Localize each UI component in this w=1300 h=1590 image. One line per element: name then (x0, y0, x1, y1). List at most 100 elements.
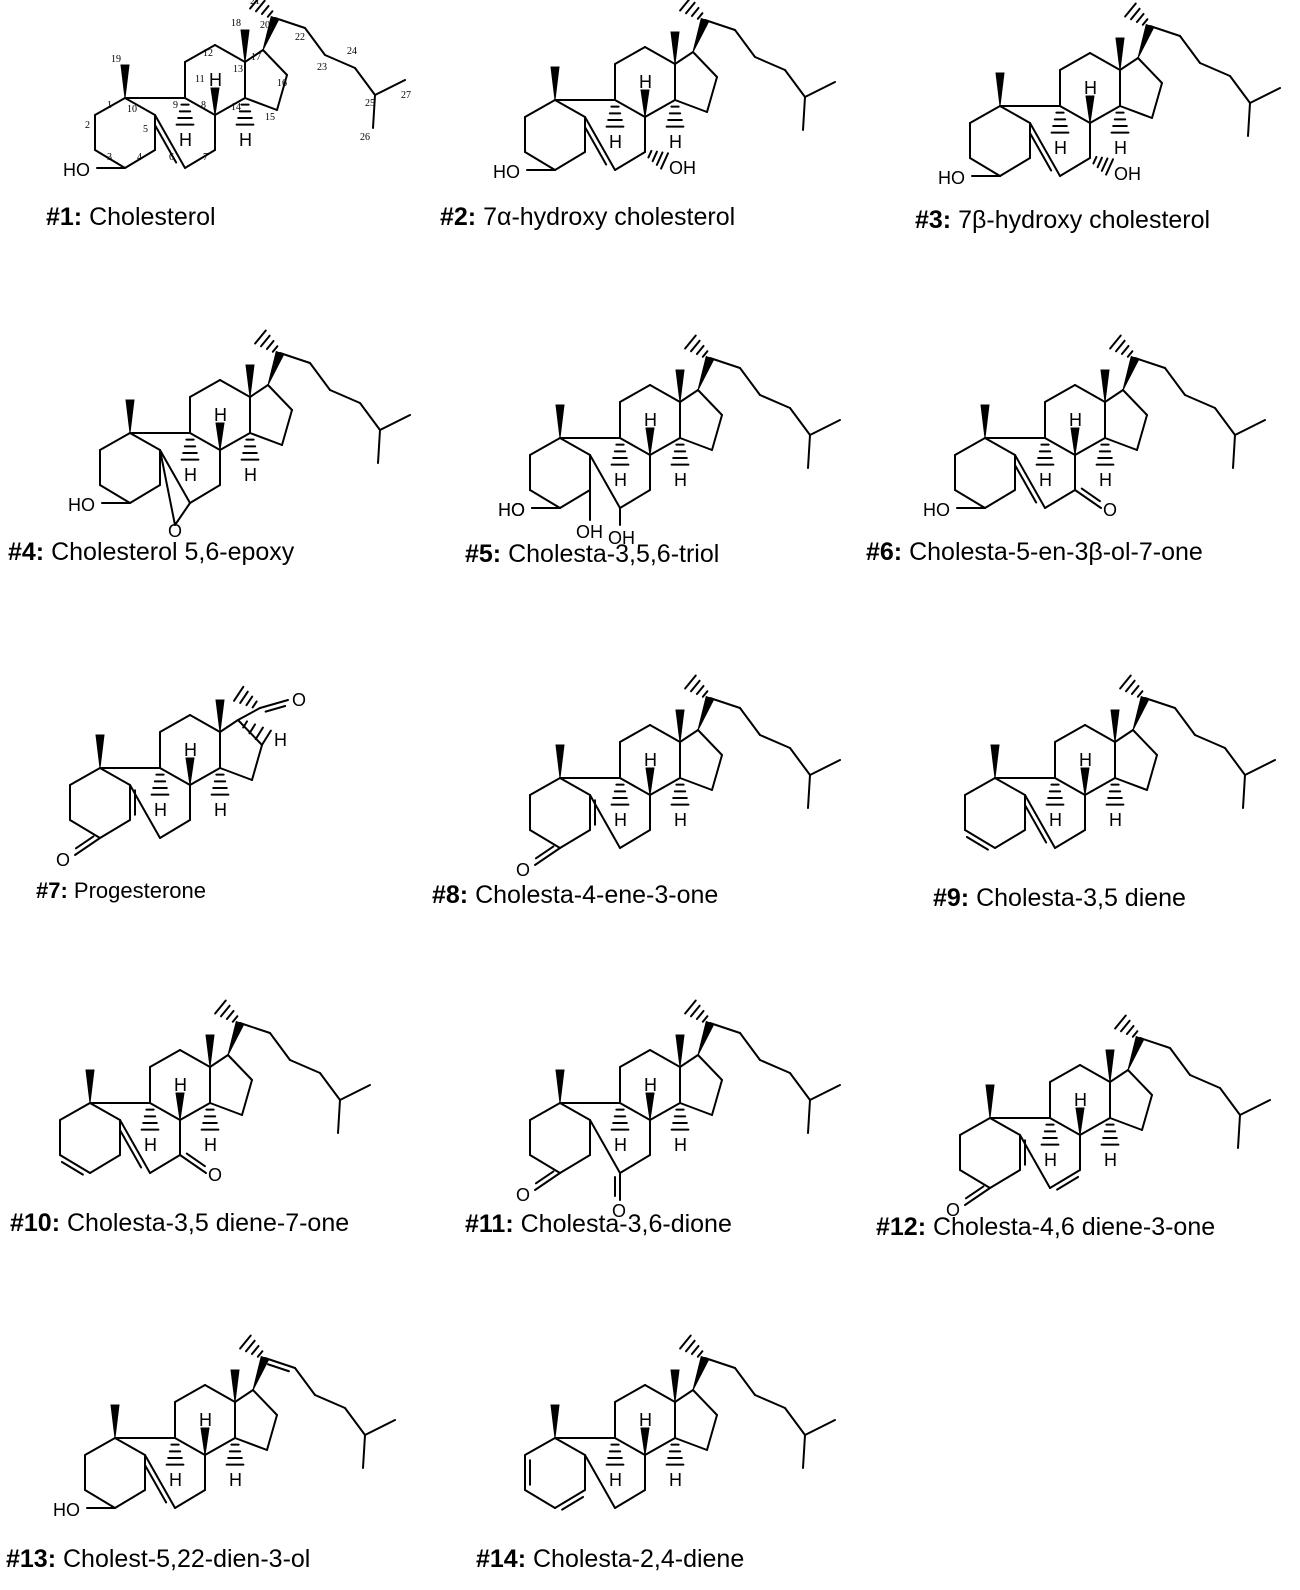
h9-label: H (1044, 1150, 1057, 1170)
h14-hash (670, 1108, 690, 1131)
c21-hash (1119, 674, 1144, 698)
ketone-3: O (56, 850, 70, 870)
bond (84, 1489, 116, 1509)
bond (244, 49, 264, 63)
bond (1234, 419, 1266, 436)
h14-hash (235, 103, 255, 126)
c21-hash (684, 334, 709, 358)
bond (589, 794, 621, 849)
h17-hash (242, 720, 272, 746)
h14-label: H (674, 470, 687, 490)
bond (584, 1454, 616, 1509)
carbon-number: 4 (137, 152, 142, 163)
caption-6: #6: Cholesta-5-en-3β-ol-7-one (866, 538, 1203, 566)
caption-14: #14: Cholesta-2,4-diene (476, 1545, 745, 1573)
structure-drawing: HHH (524, 1334, 836, 1511)
bond (1059, 157, 1091, 177)
bond (649, 1102, 681, 1121)
carbon-number: 19 (111, 54, 121, 65)
h9-label: H (614, 1135, 627, 1155)
bond-second (965, 835, 989, 851)
bond (674, 99, 708, 113)
bond (1247, 102, 1251, 137)
bond (99, 484, 131, 504)
bond (524, 99, 556, 118)
bond (234, 1389, 254, 1403)
epoxy-o: O (168, 521, 182, 541)
bond (529, 437, 561, 456)
c21-hash (684, 674, 709, 698)
hydroxyl-3: HO (938, 168, 965, 188)
c20-wedge (1132, 695, 1150, 731)
caption-4: #4: Cholesterol 5,6-epoxy (8, 538, 295, 566)
bond (554, 99, 586, 118)
bond (362, 1434, 366, 1469)
bond (524, 1437, 556, 1456)
bond (559, 829, 591, 849)
bond (1059, 52, 1091, 71)
bond (614, 151, 646, 171)
bond (559, 1102, 591, 1121)
caption-8: #8: Cholesta-4-ene-3-one (432, 881, 719, 909)
bond (554, 151, 586, 171)
methyl-18-wedge (675, 709, 685, 743)
bond (589, 454, 621, 509)
h8-label: H (639, 72, 652, 92)
bond (529, 777, 561, 796)
bond (99, 432, 131, 451)
bond-second (1024, 804, 1048, 844)
bond (377, 429, 381, 464)
bond (739, 707, 761, 736)
h14-hash (1105, 783, 1125, 806)
bond (1049, 1117, 1081, 1136)
bond (99, 819, 131, 839)
carbon-number: 10 (127, 104, 137, 115)
bond (1014, 454, 1046, 509)
bond (559, 437, 591, 456)
bond (84, 1437, 116, 1456)
methyl-19-wedge (120, 64, 130, 99)
bond (1237, 1114, 1241, 1149)
carbon-number: 26 (360, 132, 370, 143)
h14-label: H (674, 810, 687, 830)
bond (1104, 389, 1124, 403)
h8-wedge (210, 87, 220, 116)
carbonyl (259, 699, 289, 709)
bond (374, 79, 406, 96)
bond (994, 777, 1026, 796)
caption-11: #11: Cholesta-3,6-dione (465, 1210, 732, 1238)
bond (227, 1054, 253, 1081)
bond (589, 1119, 621, 1174)
h9-label: H (169, 1470, 182, 1490)
h14-hash (665, 105, 685, 128)
caption-7: #7: Progesterone (36, 878, 207, 903)
bond (754, 1394, 786, 1409)
bond (304, 27, 326, 56)
bond (1109, 1117, 1143, 1131)
h8-wedge (645, 427, 655, 456)
bond (1151, 82, 1163, 119)
bond (711, 754, 723, 791)
h14-hash (1110, 111, 1130, 134)
bond (614, 46, 646, 65)
c20-wedge (1127, 1035, 1145, 1071)
hydroxyl-3: HO (493, 162, 520, 182)
bond (1146, 754, 1158, 791)
carbon-number: 25 (365, 98, 375, 109)
h9-label: H (179, 130, 192, 150)
h8-wedge (1080, 767, 1090, 796)
bond-20-22 (709, 1022, 741, 1034)
bond (359, 402, 381, 431)
carbon-number: 22 (295, 32, 305, 43)
carbon-number: 21 (250, 0, 260, 7)
h14-hash (670, 783, 690, 806)
h8-wedge (645, 1092, 655, 1121)
bond (959, 1169, 991, 1189)
bond (99, 767, 131, 786)
bond (337, 1099, 341, 1134)
h14-hash (240, 438, 260, 461)
c20-wedge (697, 1020, 715, 1056)
bond (219, 719, 239, 733)
